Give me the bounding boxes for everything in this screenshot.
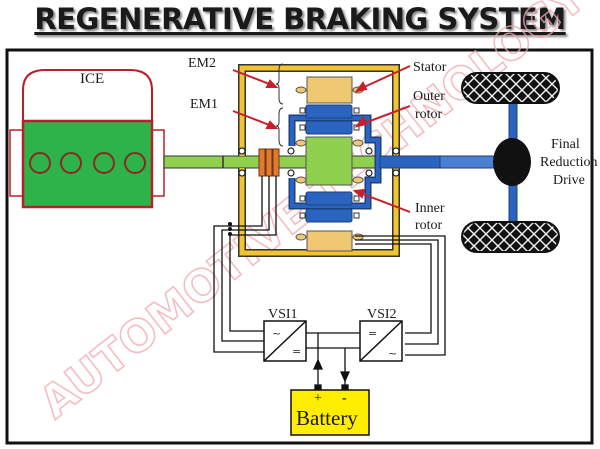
cylinder-icon [29, 152, 51, 174]
cylinder-icon [60, 152, 82, 174]
em2-brace [275, 63, 284, 105]
label-outer-rotor-1: Outer [413, 89, 445, 104]
label-outer-rotor-2: rotor [415, 107, 443, 122]
cylinder-icon [124, 152, 146, 174]
label-battery: Battery [296, 406, 358, 430]
label-em2: EM2 [188, 56, 216, 71]
engine-block [21, 119, 154, 209]
battery-plus: + [314, 391, 322, 406]
label-inner-rotor-2: rotor [415, 218, 443, 233]
label-vsi2: VSI2 [367, 307, 397, 322]
page-title: REGENERATIVE BRAKING SYSTEM [34, 2, 566, 36]
wheel-bottom [461, 221, 560, 253]
dc-link [306, 332, 360, 391]
label-drive: Drive [553, 173, 585, 188]
wiring-em-vsi2 [355, 235, 446, 356]
label-em1: EM1 [190, 97, 218, 112]
label-ice: ICE [80, 71, 104, 87]
label-vsi1: VSI1 [268, 307, 298, 322]
outer-rotor [288, 104, 382, 223]
slip-rings [258, 148, 280, 177]
em1-brace [275, 107, 284, 147]
stator-bottom [306, 230, 353, 252]
wheel-top [461, 72, 560, 104]
vsi1-inverter: ~ = [263, 320, 307, 362]
engine-mount-right [151, 129, 165, 197]
vsi2-inverter: = ~ [359, 320, 403, 362]
inner-rotor [305, 136, 353, 186]
svg-text:=: = [292, 345, 301, 358]
label-stator: Stator [413, 60, 447, 75]
label-reduction: Reduction [540, 155, 598, 170]
engine-head [22, 69, 153, 121]
svg-text:~: ~ [272, 327, 281, 340]
label-final: Final [551, 137, 580, 152]
final-drive [493, 138, 531, 186]
pointer-arrows [232, 65, 411, 213]
cylinder-icon [93, 152, 115, 174]
battery [290, 389, 370, 436]
ice-engine [9, 69, 165, 209]
battery-minus: - [342, 391, 347, 406]
diagram-frame [5, 48, 594, 445]
svg-text:=: = [368, 327, 377, 340]
svg-text:~: ~ [388, 347, 397, 360]
stator-top [306, 76, 353, 104]
label-inner-rotor-1: Inner [415, 201, 445, 216]
